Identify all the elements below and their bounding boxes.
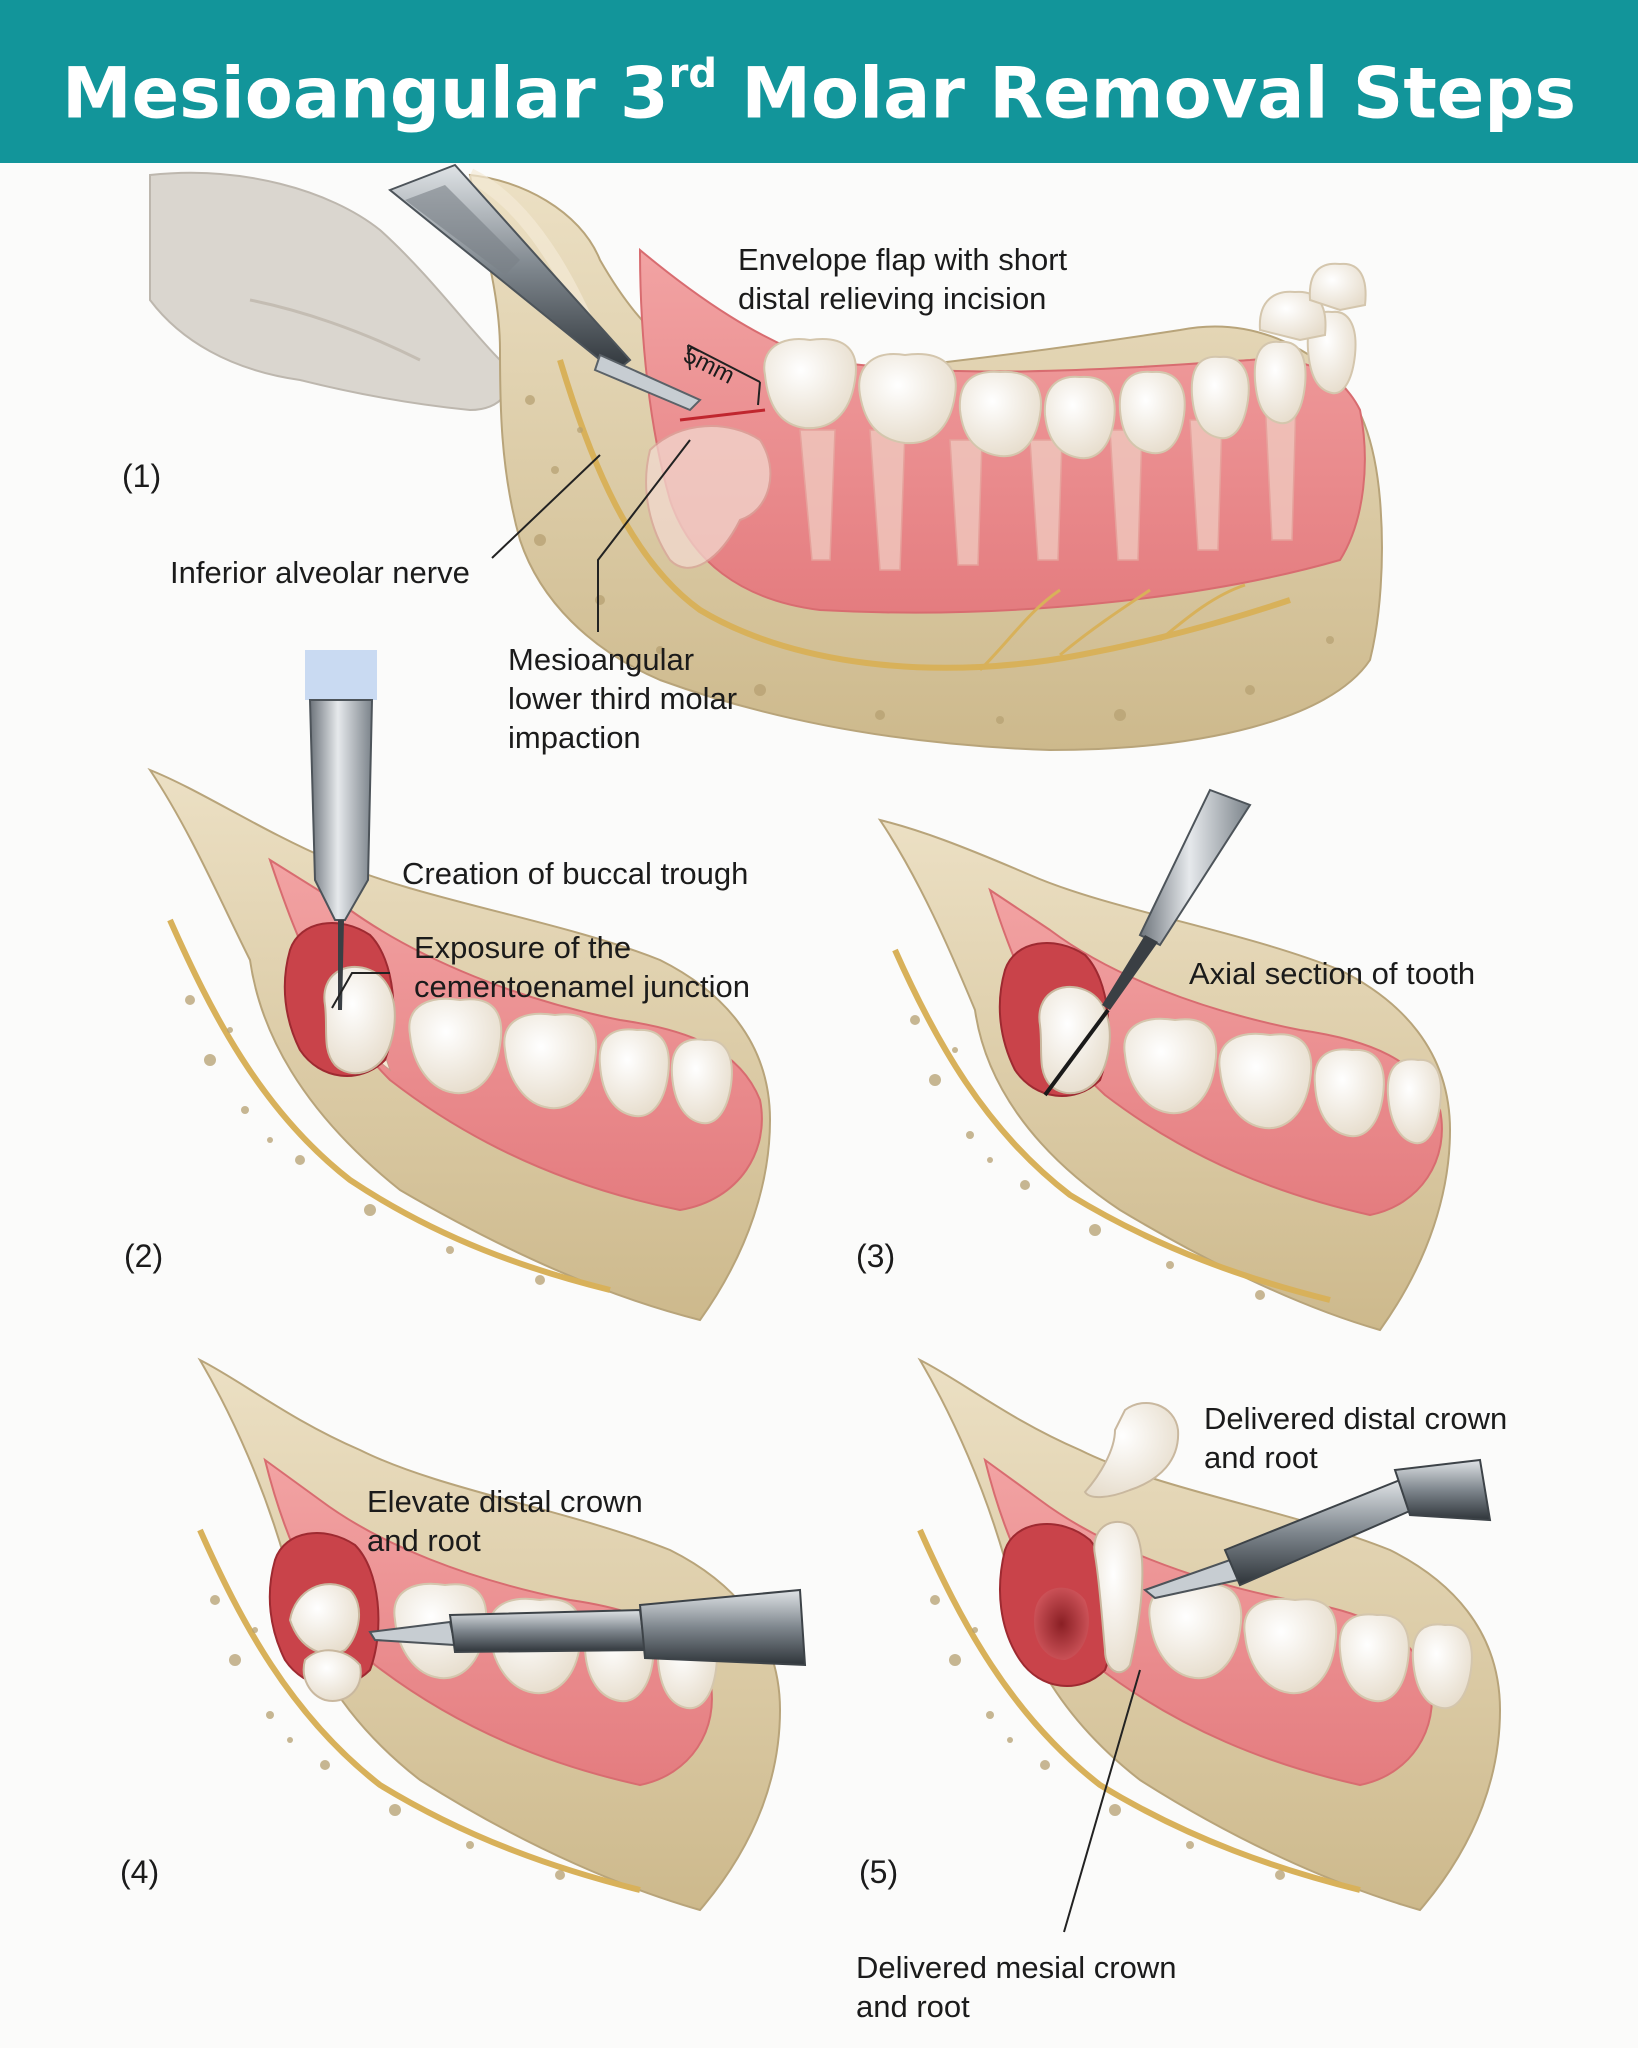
- section-cut: [1043, 1008, 1110, 1097]
- teeth-row-1: [763, 310, 1357, 460]
- nerve-panel-4: [197, 1528, 641, 1893]
- panel-5-illustration: [917, 1357, 1502, 1933]
- inferior-alveolar-nerve: [557, 359, 1291, 671]
- label-cej-line2: cementoenamel junction: [414, 969, 751, 1004]
- panel-1-illustration: [149, 163, 1383, 752]
- panel-4-illustration: [197, 1357, 807, 1912]
- label-envelope-flap: Envelope flap with short distal relievin…: [738, 240, 1067, 318]
- surgical-drill: [305, 650, 377, 1010]
- mesial-fragment-panel-5: [1093, 1520, 1144, 1674]
- empty-socket: [1034, 1587, 1089, 1660]
- label-delivered-distal-line1: Delivered distal crown: [1204, 1401, 1508, 1436]
- impacted-molar-panel-3: [1038, 985, 1111, 1095]
- step-label-3: (3): [856, 1238, 896, 1274]
- leader-mesial: [1063, 1669, 1141, 1933]
- incision-line: [679, 408, 766, 422]
- forceps-panel-5: [1142, 1458, 1492, 1600]
- measure-bracket: [687, 344, 761, 406]
- leader-nerve: [491, 454, 601, 559]
- label-cej: Exposure of the cementoenamel junction: [414, 928, 750, 1006]
- scalpel: [388, 163, 702, 412]
- panel-3-illustration: [877, 788, 1452, 1332]
- label-envelope-flap-line1: Envelope flap with short: [738, 242, 1068, 277]
- label-impaction-line2: lower third molar: [508, 681, 738, 716]
- label-axial-section: Axial section of tooth: [1189, 956, 1476, 991]
- step-label-2: (2): [124, 1238, 164, 1274]
- nerve-panel-3: [892, 948, 1331, 1303]
- delivered-distal-fragment: [1083, 1401, 1180, 1498]
- label-impaction: Mesioangular lower third molar impaction: [508, 640, 737, 757]
- label-cej-line1: Exposure of the: [414, 930, 632, 965]
- label-delivered-distal: Delivered distal crown and root: [1204, 1399, 1507, 1477]
- illustration: [147, 163, 1502, 1933]
- label-elevate: Elevate distal crown and root: [367, 1482, 643, 1560]
- panel-2-illustration: [147, 650, 772, 1322]
- label-elevate-line1: Elevate distal crown: [367, 1484, 643, 1519]
- nerve-panel-2: [167, 918, 611, 1293]
- impacted-molar-panel-2: [323, 965, 396, 1075]
- elevator-panel-4: [368, 1588, 807, 1667]
- leader-impaction: [597, 439, 691, 632]
- label-impaction-line1: Mesioangular: [508, 642, 695, 677]
- label-delivered-mesial: Delivered mesial crown and root: [856, 1948, 1176, 2026]
- impacted-molar-outline: [645, 425, 772, 569]
- leader-cej: [331, 972, 390, 1009]
- label-impaction-line3: impaction: [508, 720, 641, 755]
- title-superscript: rd: [668, 51, 718, 97]
- step-label-1: (1): [122, 458, 162, 494]
- page-title: Mesioangular 3rd Molar Removal Steps: [0, 30, 1638, 143]
- distal-fragment-panel-4: [288, 1583, 361, 1655]
- section-bur: [1102, 788, 1252, 1010]
- label-buccal-trough: Creation of buccal trough: [402, 856, 749, 891]
- title-rest: Molar Removal Steps: [717, 52, 1577, 135]
- nerve-panel-5: [917, 1528, 1361, 1893]
- mesial-fragment-panel-4: [302, 1649, 362, 1702]
- label-delivered-mesial-line2: and root: [856, 1989, 970, 2024]
- title-banner: Mesioangular 3rd Molar Removal Steps: [0, 0, 1638, 163]
- label-envelope-flap-line2: distal relieving incision: [738, 281, 1047, 316]
- label-elevate-line2: and root: [367, 1523, 481, 1558]
- step-label-5: (5): [859, 1854, 899, 1890]
- step-label-4: (4): [120, 1854, 160, 1890]
- label-delivered-distal-line2: and root: [1204, 1440, 1318, 1475]
- label-inferior-alveolar-nerve: Inferior alveolar nerve: [170, 555, 470, 590]
- label-delivered-mesial-line1: Delivered mesial crown: [856, 1950, 1177, 1985]
- title-main: Mesioangular 3: [61, 52, 669, 135]
